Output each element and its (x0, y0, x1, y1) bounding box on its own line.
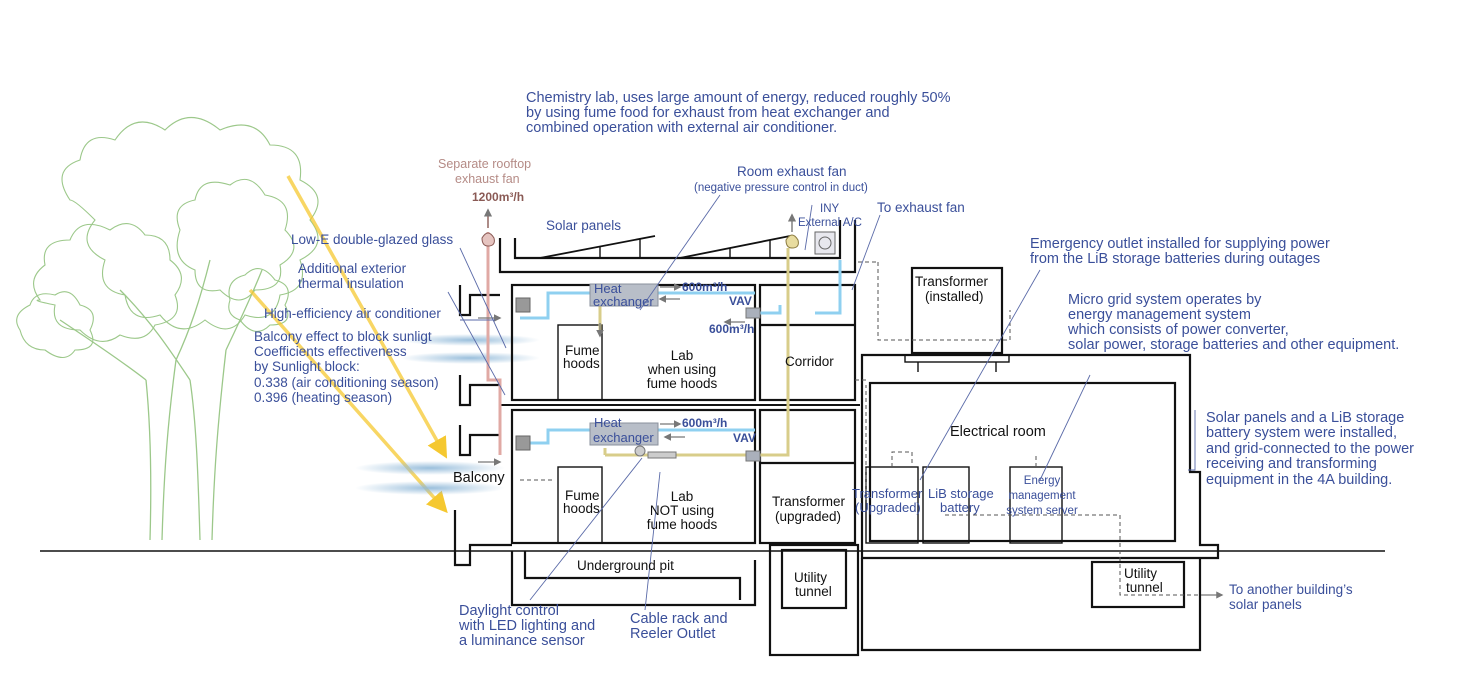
flow-600-bottom: 600m³/h (682, 416, 727, 430)
flow-600-top-1: 600m³/h (682, 280, 727, 294)
chemistry-note-line-3: combined operation with external air con… (526, 120, 837, 136)
fume-hoods-bottom-1: Fume (565, 488, 600, 503)
balcony-effect-line-2: Coefficients effectiveness (254, 344, 407, 359)
solar-lib-note: Solar panels and a LiB storage battery s… (1206, 410, 1414, 488)
ems-server-line-3: system server (1006, 505, 1078, 517)
balcony-shading (355, 334, 540, 495)
heat-exchanger-bottom-1: Heat (594, 415, 622, 430)
transformer-upgraded-e-1: Transformer (852, 486, 923, 501)
lab-using-label: Lab when using fume hoods (647, 348, 718, 391)
vav-bottom: VAV (733, 431, 756, 445)
lab-using-line-1: Lab (671, 348, 694, 363)
utility-tunnel-left-2: tunnel (795, 584, 832, 599)
ems-server-label: Energy management system server (1006, 475, 1078, 517)
lib-battery-1: LiB storage (928, 486, 994, 501)
rooftop-flow-label: 1200m³/h (472, 190, 524, 204)
external-ac-label: External A/C (798, 217, 862, 229)
micro-grid-line-3: which consists of power converter, (1067, 322, 1289, 338)
utility-tunnel-left-1: Utility (794, 570, 827, 585)
cable-rack-line-1: Cable rack and (630, 611, 728, 627)
micro-grid-line-1: Micro grid system operates by (1068, 292, 1262, 308)
solar-panel-array (539, 235, 791, 259)
vav-top: VAV (729, 294, 752, 308)
emergency-outlet-line-2: from the LiB storage batteries during ou… (1030, 251, 1320, 267)
micro-grid-note: Micro grid system operates by energy man… (1067, 292, 1399, 353)
to-exhaust-fan-label: To exhaust fan (877, 200, 965, 215)
air-conditioner-label: High-efficiency air conditioner (264, 306, 441, 321)
transformer-upgraded-2: (upgraded) (775, 509, 841, 524)
cable-rack-line-2: Reeler Outlet (630, 626, 715, 642)
iny-label: INY (820, 203, 840, 215)
balcony-label: Balcony (453, 470, 505, 486)
ems-server-line-1: Energy (1024, 475, 1061, 487)
micro-grid-line-2: energy management system (1068, 307, 1251, 323)
insulation-label-1: Additional exterior (298, 261, 407, 276)
transformer-upgraded-e-2: (Upgraded) (855, 500, 921, 515)
chemistry-note-line-1: Chemistry lab, uses large amount of ener… (526, 90, 951, 106)
fume-hoods-bottom-2: hoods (563, 501, 600, 516)
lab-using-line-3: fume hoods (647, 376, 718, 391)
chemistry-lab-note: Chemistry lab, uses large amount of ener… (526, 90, 951, 136)
balcony-effect-line-5: 0.396 (heating season) (254, 390, 392, 405)
utility-tunnel-right-1: Utility (1124, 566, 1157, 581)
daylight-line-2: with LED lighting and (458, 618, 595, 634)
solar-panels-label: Solar panels (546, 218, 621, 233)
corridor-label: Corridor (785, 354, 834, 369)
ems-server-line-2: management (1008, 490, 1076, 502)
heat-exchanger-bottom-2: exchanger (593, 430, 654, 445)
another-building-line-1: To another building’s (1229, 582, 1353, 597)
low-e-glass-label: Low-E double-glazed glass (291, 232, 453, 247)
room-exhaust-fan-label: Room exhaust fan (737, 164, 847, 179)
insulation-label-2: thermal insulation (298, 276, 404, 291)
chemistry-note-line-2: by using fume food for exhaust from heat… (526, 105, 890, 121)
emergency-outlet-line-1: Emergency outlet installed for supplying… (1030, 236, 1330, 252)
transformer-installed-1: Transformer (915, 274, 989, 289)
transformer-upgraded-1: Transformer (772, 494, 846, 509)
flow-600-top-2: 600m³/h (709, 322, 754, 336)
utility-tunnel-right-2: tunnel (1126, 580, 1163, 595)
fume-hoods-top-2: hoods (563, 356, 600, 371)
micro-grid-line-4: solar power, storage batteries and other… (1068, 337, 1399, 353)
lab-not-using-line-3: fume hoods (647, 517, 718, 532)
rooftop-fan-label-1: Separate rooftop (438, 157, 531, 171)
lab-not-using-label: Lab NOT using fume hoods (647, 489, 718, 532)
heat-exchanger-top-2: exchanger (593, 294, 654, 309)
power-wiring (520, 261, 1215, 596)
electrical-room-label: Electrical room (950, 424, 1046, 440)
solar-lib-line-2: battery system were installed, (1206, 425, 1397, 441)
heat-exchanger-top-1: Heat (594, 281, 622, 296)
leader-lines (447, 194, 1196, 611)
lab-using-line-2: when using (647, 362, 716, 377)
solar-lib-line-1: Solar panels and a LiB storage (1206, 410, 1404, 426)
transformer-installed-2: (installed) (925, 289, 984, 304)
solar-lib-line-5: equipment in the 4A building. (1206, 472, 1392, 488)
building-structure (40, 220, 1385, 657)
balcony-effect-note: Balcony effect to block sunligt Coeffici… (254, 329, 439, 405)
tree-illustration (16, 117, 319, 541)
lib-battery-2: battery (940, 500, 980, 515)
daylight-line-3: a luminance sensor (459, 633, 585, 649)
underground-pit-label: Underground pit (577, 558, 674, 573)
solar-lib-line-4: receiving and transforming (1206, 456, 1377, 472)
duct-network (478, 208, 842, 466)
rooftop-fan-label-2: exhaust fan (455, 172, 520, 186)
lab-not-using-line-1: Lab (671, 489, 694, 504)
balcony-effect-line-3: by Sunlight block: (254, 359, 360, 374)
balcony-effect-line-4: 0.338 (air conditioning season) (254, 375, 439, 390)
daylight-line-1: Daylight control (459, 603, 559, 619)
another-building-line-2: solar panels (1229, 597, 1302, 612)
fume-hoods-top-1: Fume (565, 343, 600, 358)
room-exhaust-note: (negative pressure control in duct) (694, 182, 868, 194)
balcony-effect-line-1: Balcony effect to block sunligt (254, 329, 432, 344)
lab-not-using-line-2: NOT using (650, 503, 714, 518)
solar-lib-line-3: and grid-connected to the power (1206, 441, 1414, 457)
